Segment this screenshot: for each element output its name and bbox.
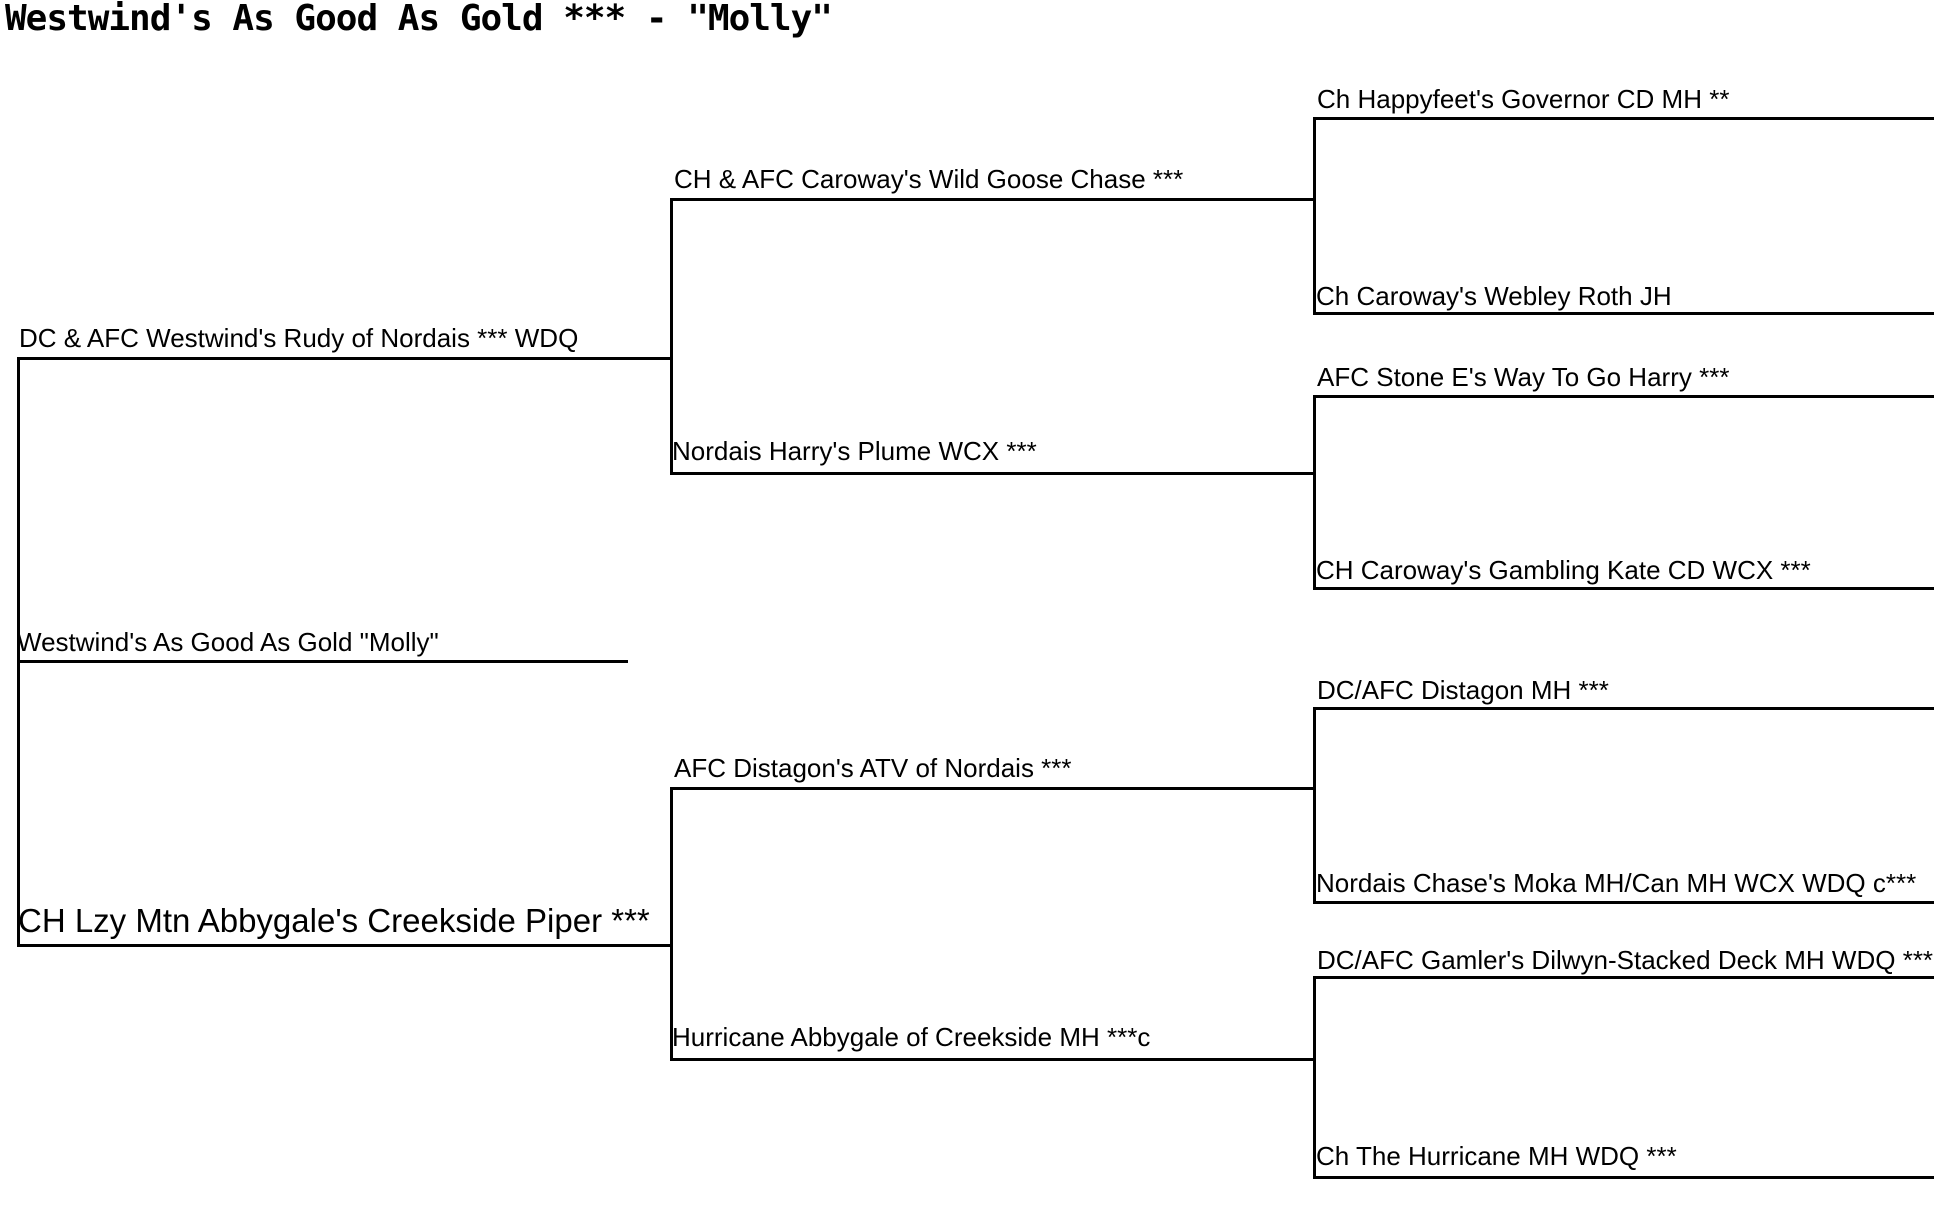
bracket-line-sire-sire — [670, 198, 1316, 201]
bracket-line-sire-dam — [670, 472, 1316, 475]
bracket-line-dam-sire — [670, 787, 1316, 790]
pedigree-node-dam-sire-sire: DC/AFC Distagon MH *** — [1317, 675, 1609, 705]
pedigree-node-sire-dam-sire: AFC Stone E's Way To Go Harry *** — [1317, 362, 1730, 392]
bracket-connector-gen3-dam — [670, 787, 673, 1061]
pedigree-node-sire-dam: Nordais Harry's Plume WCX *** — [672, 436, 1037, 466]
bracket-line-dam-sire-sire — [1313, 707, 1934, 710]
pedigree-node-dam-dam: Hurricane Abbygale of Creekside MH ***c — [672, 1022, 1151, 1052]
page-title: Westwind's As Good As Gold *** - "Molly" — [5, 0, 833, 39]
pedigree-node-sire-dam-dam: CH Caroway's Gambling Kate CD WCX *** — [1316, 555, 1811, 585]
bracket-line-dam-dam — [670, 1058, 1316, 1061]
bracket-line-dam-dam-sire — [1313, 976, 1934, 979]
bracket-line-sire-sire-sire — [1313, 117, 1934, 120]
pedigree-node-sire-sire-dam: Ch Caroway's Webley Roth JH — [1316, 281, 1672, 311]
bracket-line-sire-dam-dam — [1313, 587, 1934, 590]
pedigree-node-dam-dam-dam: Ch The Hurricane MH WDQ *** — [1316, 1141, 1677, 1171]
pedigree-node-dam-dam-sire: DC/AFC Gamler's Dilwyn-Stacked Deck MH W… — [1317, 945, 1934, 975]
bracket-line-subject — [17, 660, 628, 663]
bracket-connector-gen4-dam-sire — [1313, 707, 1316, 904]
bracket-connector-gen2 — [17, 357, 20, 947]
bracket-connector-gen4-sire-dam — [1313, 395, 1316, 590]
bracket-line-dam — [17, 944, 673, 947]
pedigree-node-sire-sire-sire: Ch Happyfeet's Governor CD MH ** — [1317, 84, 1730, 114]
pedigree-node-dam-sire-dam: Nordais Chase's Moka MH/Can MH WCX WDQ c… — [1316, 868, 1917, 898]
bracket-line-sire — [17, 357, 673, 360]
bracket-line-sire-sire-dam — [1313, 312, 1934, 315]
pedigree-node-dam: CH Lzy Mtn Abbygale's Creekside Piper **… — [18, 902, 650, 939]
bracket-connector-gen4-sire-sire — [1313, 117, 1316, 315]
pedigree-node-sire: DC & AFC Westwind's Rudy of Nordais *** … — [19, 323, 579, 353]
bracket-line-dam-sire-dam — [1313, 901, 1934, 904]
pedigree-node-subject: Westwind's As Good As Gold "Molly" — [17, 627, 439, 657]
pedigree-node-dam-sire: AFC Distagon's ATV of Nordais *** — [674, 753, 1072, 783]
pedigree-node-sire-sire: CH & AFC Caroway's Wild Goose Chase *** — [674, 164, 1184, 194]
bracket-line-dam-dam-dam — [1313, 1176, 1934, 1179]
bracket-connector-gen4-dam-dam — [1313, 976, 1316, 1179]
bracket-connector-gen3-sire — [670, 198, 673, 475]
bracket-line-sire-dam-sire — [1313, 395, 1934, 398]
